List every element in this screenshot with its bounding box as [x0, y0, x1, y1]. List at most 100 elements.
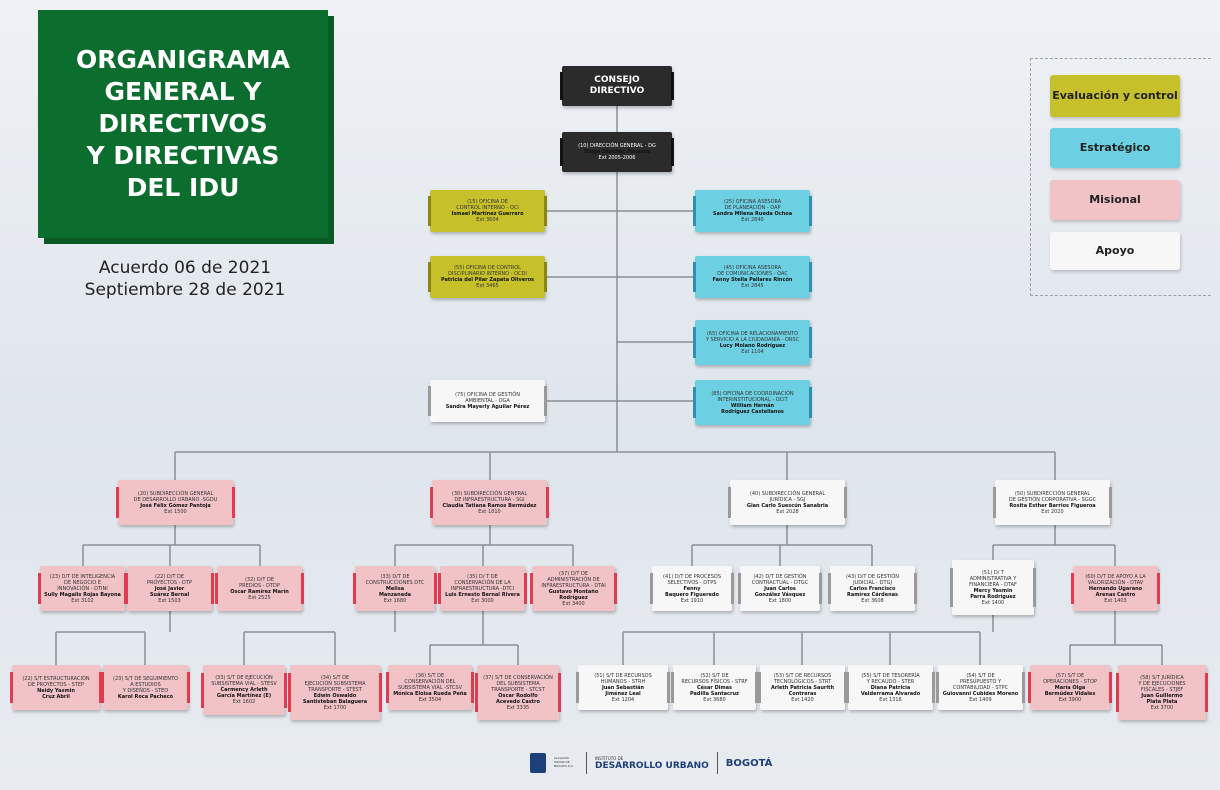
node-text: (20) SUBDIRECCIÓN GENERAL	[137, 490, 214, 497]
node-text: (45) OFICINA ASESORA	[723, 265, 782, 271]
node-text: INFRAESTRUCTURA -DTCI	[450, 585, 515, 592]
legend	[1030, 58, 1211, 296]
node-text: Y SERVICIO A LA CIUDADANÍA - ORSC	[705, 336, 800, 343]
node-text: (22) S/T ESTRUCTURACIÓN	[22, 675, 90, 682]
node-text: (55) OFICINA DE CONTROL	[454, 265, 521, 271]
node-text: Juan Guillermo	[1141, 692, 1183, 699]
node-text: Sandra Mayerly Aguilar Pérez	[445, 404, 530, 410]
node-text: Ext 3335	[506, 704, 530, 711]
node-text: (51) D/ T	[981, 569, 1005, 576]
node-text: DISCIPLINARIO INTERNO - OCDI	[448, 271, 527, 277]
title-line: DEL IDU	[126, 173, 240, 202]
legend-label: Misional	[1089, 193, 1141, 206]
node-text: (35) D/ T DE	[467, 573, 498, 580]
date-text: Septiembre 28 de 2021	[84, 280, 286, 300]
node-text: INFRAESTRUCTURA - DTAI	[541, 582, 606, 589]
node-text: Ext 1409	[969, 696, 992, 703]
node-text: (30) SUBDIRECCIÓN GENERAL	[451, 490, 528, 497]
escudo-text: ALCALDÍA MAYOR DE BOGOTÁ D.C.	[554, 756, 574, 768]
node-text: Baquero Figueredo	[665, 591, 719, 598]
node-text: DE PROYECTOS - STEP	[27, 681, 84, 688]
node-text: JURÍDICA - SGJ	[769, 496, 806, 503]
node-text: A ESTUDIOS	[130, 681, 161, 688]
node-text: Ext 3900	[1058, 696, 1082, 703]
node-text: (15) OFICINA DE	[467, 199, 508, 205]
node-text: (23) S/T DE SEGUIMIENTO	[113, 675, 178, 682]
node-text: Arleth Patricia Saurith	[770, 684, 835, 691]
node-text: (54) S/T DE	[966, 672, 995, 679]
node-text: (52) S/T DE	[700, 672, 729, 679]
node-text: Y RECAUDO - STER	[866, 678, 915, 685]
node-text: (33) S/T DE EJECUCIÓN	[215, 675, 273, 681]
node-text: William Hernán	[730, 402, 775, 409]
node-text: Manzaneda	[378, 591, 412, 598]
node-text: SELECTIVOS - DTPS	[667, 579, 717, 586]
node-text: Plata Plata	[1146, 698, 1178, 705]
node-text: Ext 1680	[383, 597, 407, 604]
node-text: CONTROL INTERNO - OCI	[456, 205, 519, 211]
node-text: Diego Sánchez Fonseca	[583, 149, 651, 155]
node-text: Oscar Rodolfo	[498, 692, 538, 699]
node-text: (10) DIRECCIÓN GENERAL - DG	[578, 143, 656, 149]
node-text: Sandra Milena Rueda Ochoa	[712, 211, 793, 217]
node-text: Ext 2020	[1041, 508, 1064, 515]
node-text: Mercy Yasmin	[973, 587, 1013, 594]
node-text: Contreras	[788, 690, 817, 697]
node-text: Ext 1503	[158, 597, 181, 604]
node-text: CONSERVACIÓN DE LA	[454, 579, 511, 586]
node-text: (36) S/T DE	[415, 672, 445, 679]
node-text: Ext 1403	[1104, 597, 1127, 604]
node-text: Ext 1810	[478, 508, 501, 515]
node-text: Fenny	[683, 585, 701, 592]
node-text: CONTABILIDAD - STPC	[952, 684, 1009, 691]
node-text: EJECUCIÓN SUBSISTEMA	[304, 680, 366, 687]
node-text: Ext 1400	[981, 599, 1005, 606]
node-text: (34) S/T DE	[320, 674, 350, 681]
node-text: (33) D/T DE	[380, 573, 410, 580]
node-text: Hernando Ugarano	[1088, 585, 1143, 592]
node-text: Juan Carlos	[764, 585, 796, 592]
node-text: Fanny Stella Pallares Rincón	[712, 277, 793, 283]
node-text: Ext 2845	[741, 283, 764, 289]
node-text: (41) D/T DE PROCESOS	[663, 573, 721, 580]
node-text: (23) D/T DE INTELIGENCIA	[49, 573, 116, 580]
title-line: GENERAL Y	[104, 77, 262, 106]
node-text: Ext 1420	[791, 696, 814, 703]
bogota-logo: BOGOTÁ	[725, 757, 773, 769]
title-line: Y DIRECTIVAS	[86, 141, 280, 170]
node-text: Juan Sebastián	[601, 684, 645, 691]
node-text: DE INFRAESTRUCTURA - SGI	[454, 496, 525, 503]
node-text: Guiovanni Cubides Moreno	[942, 690, 1019, 697]
idu-logo: INSTITUTO DE DESARROLLO URBANO	[595, 756, 709, 771]
legend-estrategico: Estratégico	[1050, 128, 1180, 168]
node-text: DIRECTIVO	[589, 86, 645, 96]
node-text: Ext 1602	[232, 699, 256, 705]
node-text: (51) S/T DE RECURSOS	[594, 672, 652, 679]
divider	[586, 752, 587, 774]
escudo-icon	[530, 753, 546, 773]
node-text: Parra Rodríguez	[970, 593, 1016, 600]
node-text: RECURSOS FÍSICOS - STRF	[681, 678, 748, 685]
node-text: (75) OFICINA DE GESTIÓN	[455, 392, 520, 398]
node-text: (58) S/T JURÍDICA	[1140, 674, 1184, 681]
node-text: Ext 3504	[418, 696, 442, 703]
idu-small-text: INSTITUTO DE	[595, 755, 624, 761]
node-text: DE GESTIÓN CORPORATIVA - SGGC	[1008, 496, 1097, 503]
node-text: SUBSISTEMA VIAL - STESV	[211, 681, 277, 687]
